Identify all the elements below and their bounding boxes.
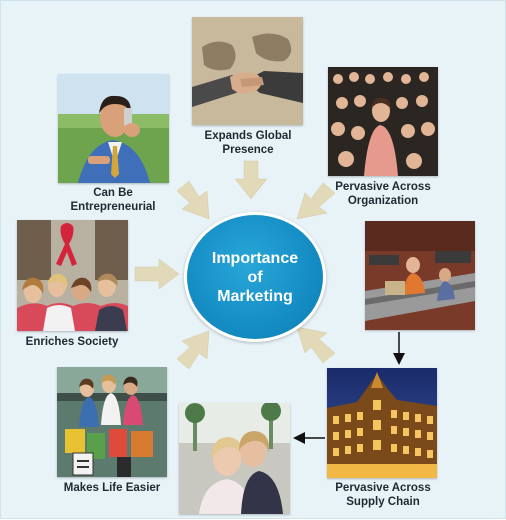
arrow-from-global	[234, 160, 268, 200]
center-title: Importance of Marketing	[211, 249, 299, 305]
arrow-from-society	[134, 258, 180, 290]
arrow-from-organization	[296, 182, 336, 220]
photo-store-building	[327, 368, 437, 478]
photo-handshake	[192, 17, 303, 125]
label-supply: Pervasive Across Supply Chain	[335, 482, 431, 508]
arrow-from-easier	[176, 330, 210, 370]
photo-entrepreneur	[58, 74, 169, 183]
photo-society	[17, 220, 128, 331]
photo-warehouse	[365, 221, 475, 330]
label-global: Expands Global Presence	[204, 130, 292, 156]
photo-shoppers	[57, 367, 167, 477]
arrow-from-entrepreneurial	[176, 180, 210, 220]
photo-crowd	[328, 67, 438, 176]
arrow-from-supply	[296, 326, 336, 364]
label-entrepreneurial: Can Be Entrepreneurial	[70, 187, 156, 213]
label-organization: Pervasive Across Organization	[335, 181, 431, 207]
center-circle: Importance of Marketing	[184, 212, 326, 342]
label-easier: Makes Life Easier	[63, 482, 161, 494]
label-society: Enriches Society	[25, 336, 119, 348]
photo-mall-women	[179, 403, 290, 514]
